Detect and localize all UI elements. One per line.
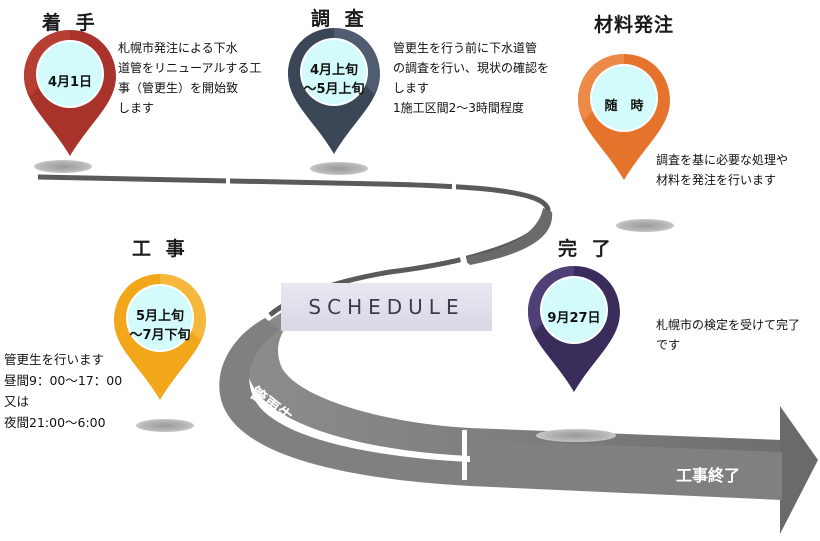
pin-shadow-kanryou <box>536 429 616 442</box>
stage-date-kouji: 5月上旬 ～7月下旬 <box>129 309 191 343</box>
stage-title-kanryou: 完 了 <box>558 238 615 260</box>
stage-date-kanryou: 9月27日 <box>547 310 601 326</box>
road-end-label: 工事終了 <box>676 466 741 485</box>
stage-pin-zairyou: 随 時 <box>572 50 676 184</box>
stage-pin-chousa: 4月上旬 ～5月上旬 <box>282 24 386 158</box>
pin-shadow-chakushu <box>34 160 92 173</box>
stage-desc-chakushu: 札幌市発注による下水 道管をリニューアルする工 事（管更生）を開始致 します <box>118 41 262 115</box>
stage-title-chakushu: 着 手 <box>42 12 99 34</box>
schedule-label: SCHEDULE <box>308 295 465 319</box>
stage-desc-kouji: 管更生を行います 昼間9：00～17：00 又は 夜間21:00～6:00 <box>4 352 123 430</box>
stage-date-chakushu: 4月1日 <box>47 74 93 90</box>
pin-shadow-zairyou <box>616 219 674 232</box>
stage-title-kouji: 工 事 <box>132 238 189 260</box>
stage-date-zairyou: 随 時 <box>604 98 644 114</box>
stage-pin-chakushu: 4月1日 <box>18 26 122 160</box>
stage-pin-kouji: 5月上旬 ～7月下旬 <box>108 270 212 404</box>
stage-pin-kanryou: 9月27日 <box>522 262 626 396</box>
schedule-banner: SCHEDULE <box>281 283 492 331</box>
stage-desc-zairyou: 調査を基に必要な処理や 材料を発注を行います <box>656 153 789 187</box>
pin-shadow-kouji <box>136 419 194 432</box>
stage-title-chousa: 調 査 <box>311 8 368 30</box>
stage-date-chousa: 4月上旬 ～5月上旬 <box>303 63 365 97</box>
stage-desc-chousa: 管更生を行う前に下水道管 の調査を行い、現状の確認を します 1施工区間2～3時… <box>393 41 550 115</box>
stage-title-zairyou: 材料発注 <box>594 14 675 36</box>
pin-shadow-chousa <box>310 162 368 175</box>
stage-desc-kanryou: 札幌市の検定を受けて完了 です <box>656 318 801 352</box>
